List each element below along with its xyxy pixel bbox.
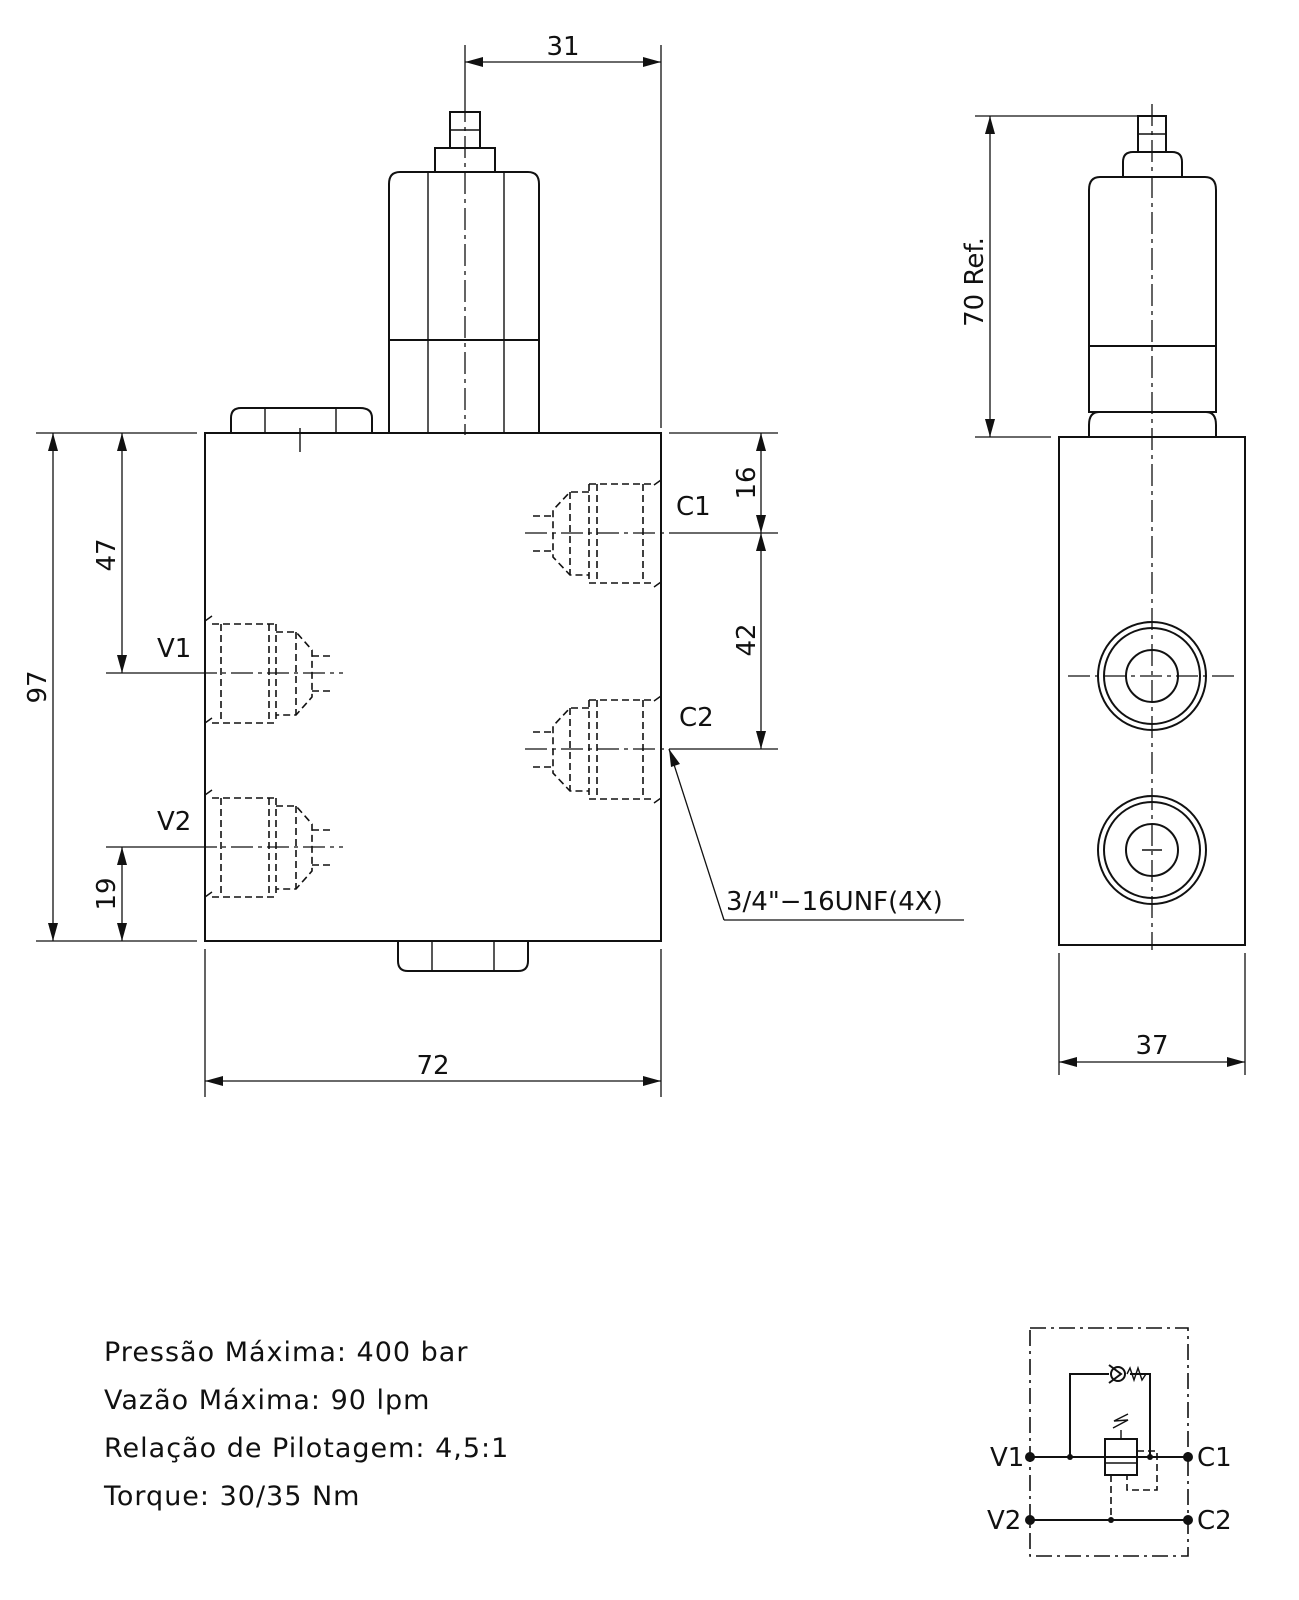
front-view: V1 V2 C1 C2	[157, 100, 714, 972]
dim-port-v2-offset: 19	[92, 877, 122, 910]
spec-torque: Torque: 30/35 Nm	[104, 1481, 361, 1512]
dim-top-width: 31	[546, 32, 579, 62]
thread-callout-leader	[668, 748, 964, 921]
schematic-label-c1: C1	[1197, 1443, 1232, 1473]
label-v1: V1	[157, 634, 191, 664]
dim-port-v1-offset: 47	[92, 538, 122, 571]
schematic-label-v2: V2	[987, 1506, 1021, 1536]
thread-callout: 3/4"−16UNF(4X)	[726, 887, 943, 917]
dim-side-height-ref: 70 Ref.	[960, 237, 990, 327]
side-dimensions: 70 Ref. 37	[960, 115, 1246, 1075]
port-v2-hidden	[195, 789, 343, 898]
bottom-plug-hex	[397, 941, 529, 972]
spec-max-flow: Vazão Máxima: 90 lpm	[104, 1385, 431, 1416]
spec-max-pressure: Pressão Máxima: 400 bar	[104, 1337, 469, 1368]
front-dimensions: 31 97 47 19 16 42	[23, 32, 964, 1097]
dim-height-total: 97	[23, 670, 53, 703]
schematic-label-c2: C2	[1197, 1506, 1232, 1536]
dim-port-c1-offset: 16	[732, 466, 762, 499]
valve-body	[204, 432, 662, 942]
label-c2: C2	[679, 703, 714, 733]
dim-port-c-spacing: 42	[732, 623, 762, 656]
spec-pilot-ratio: Relação de Pilotagem: 4,5:1	[104, 1433, 510, 1464]
port-c1-hidden	[525, 479, 671, 588]
dim-body-width: 72	[416, 1051, 449, 1081]
label-v2: V2	[157, 807, 191, 837]
hydraulic-schematic: V1 V2 C1 C2	[987, 1327, 1232, 1557]
schematic-boundary	[1029, 1327, 1189, 1557]
port-c2-hidden	[525, 695, 671, 804]
label-c1: C1	[676, 492, 711, 522]
side-view	[1058, 104, 1246, 950]
dim-side-width: 37	[1135, 1031, 1168, 1061]
port-v1-hidden	[195, 615, 343, 724]
side-port-lower	[1097, 795, 1207, 905]
schematic-label-v1: V1	[990, 1443, 1024, 1473]
side-port-upper	[1068, 621, 1238, 731]
top-plug-hex	[230, 407, 373, 452]
cartridge	[388, 100, 540, 435]
